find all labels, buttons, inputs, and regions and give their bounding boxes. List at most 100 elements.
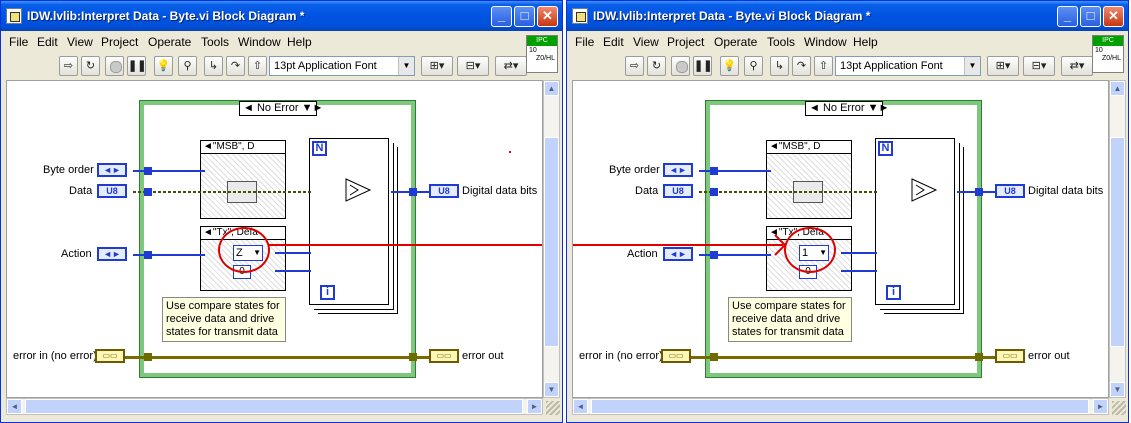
block-diagram-canvas[interactable]: ◄ No Error ▼► ◄"MSB", D ◄"Tx", Defa Z▼ 0… [6, 80, 543, 398]
align-objects-icon[interactable]: ⊞▾ [987, 56, 1019, 76]
inner-case-selector-1[interactable]: ◄"MSB", D [766, 140, 852, 154]
minimize-button[interactable]: _ [491, 6, 512, 27]
scroll-thumb[interactable] [544, 137, 559, 347]
menu-file[interactable]: File [575, 35, 595, 49]
byte-order-case-structure[interactable]: ◄"MSB", D [766, 140, 852, 219]
step-out-icon[interactable]: ⇧ [248, 56, 267, 76]
align-objects-icon[interactable]: ⊞▾ [421, 56, 453, 76]
run-continuously-icon[interactable]: ↻ [647, 56, 666, 76]
maximize-button[interactable]: □ [514, 6, 535, 27]
step-into-icon[interactable]: ↳ [204, 56, 223, 76]
vertical-scrollbar[interactable]: ▲▼ [543, 80, 560, 398]
font-select[interactable]: 13pt Application Font▼ [269, 56, 415, 76]
menu-project[interactable]: Project [667, 35, 705, 49]
highlight-execution-icon[interactable]: 💡 [720, 56, 739, 76]
byte-order-control[interactable]: ◄► [97, 163, 127, 177]
retain-wire-values-icon[interactable]: ⚲ [178, 56, 197, 76]
data-control[interactable]: U8 [97, 184, 127, 198]
loop-count-terminal[interactable]: N [312, 141, 327, 156]
action-control[interactable]: ◄► [97, 247, 127, 261]
comment-note[interactable]: Use compare states for receive data and … [728, 297, 852, 342]
step-over-icon[interactable]: ↷ [792, 56, 811, 76]
horizontal-scrollbar[interactable]: ◄► [572, 398, 1109, 415]
scroll-down-icon[interactable]: ▼ [1110, 382, 1125, 397]
error-in-control[interactable]: ▭▭ [661, 349, 691, 363]
font-select[interactable]: 13pt Application Font▼ [835, 56, 981, 76]
retain-wire-values-icon[interactable]: ⚲ [744, 56, 763, 76]
close-button[interactable]: ✕ [537, 6, 558, 27]
title-bar[interactable]: IDW.lvlib:Interpret Data - Byte.vi Block… [567, 1, 1128, 31]
scroll-thumb[interactable] [25, 399, 523, 414]
scroll-left-icon[interactable]: ◄ [7, 399, 22, 414]
pause-icon[interactable]: ❚❚ [693, 56, 712, 76]
reorder-icon[interactable]: ⇄▾ [1061, 56, 1093, 76]
case-selector[interactable]: ◄ No Error ▼► [239, 101, 323, 116]
loop-index-terminal[interactable]: i [886, 285, 901, 300]
scroll-up-icon[interactable]: ▲ [1110, 81, 1125, 96]
step-out-icon[interactable]: ⇧ [814, 56, 833, 76]
error-out-indicator[interactable]: ▭▭ [995, 349, 1025, 363]
reorder-icon[interactable]: ⇄▾ [495, 56, 527, 76]
data-control[interactable]: U8 [663, 184, 693, 198]
menu-view[interactable]: View [67, 35, 93, 49]
scroll-right-icon[interactable]: ► [527, 399, 542, 414]
run-arrow-icon[interactable]: ⇨ [625, 56, 644, 76]
menu-operate[interactable]: Operate [148, 35, 192, 49]
menu-window[interactable]: Window [804, 35, 847, 49]
byte-order-case-structure[interactable]: ◄"MSB", D [200, 140, 286, 219]
menu-edit[interactable]: Edit [37, 35, 58, 49]
menu-view[interactable]: View [633, 35, 659, 49]
horizontal-scrollbar[interactable]: ◄► [6, 398, 543, 415]
comment-note[interactable]: Use compare states for receive data and … [162, 297, 286, 342]
byte-order-control[interactable]: ◄► [663, 163, 693, 177]
abort-icon[interactable] [105, 56, 124, 76]
vertical-scrollbar[interactable]: ▲▼ [1109, 80, 1126, 398]
run-continuously-icon[interactable]: ↻ [81, 56, 100, 76]
maximize-button[interactable]: □ [1080, 6, 1101, 27]
scroll-left-icon[interactable]: ◄ [573, 399, 588, 414]
action-control[interactable]: ◄► [663, 247, 693, 261]
loop-count-terminal[interactable]: N [878, 141, 893, 156]
menu-tools[interactable]: Tools [767, 35, 796, 49]
distribute-objects-icon[interactable]: ⊟▾ [457, 56, 489, 76]
menu-window[interactable]: Window [238, 35, 281, 49]
for-loop[interactable]: N i [875, 138, 955, 305]
menu-operate[interactable]: Operate [714, 35, 758, 49]
pause-icon[interactable]: ❚❚ [127, 56, 146, 76]
abort-icon[interactable] [671, 56, 690, 76]
digital-data-indicator[interactable]: U8 [995, 184, 1025, 198]
inner-case-selector-1[interactable]: ◄"MSB", D [200, 140, 286, 154]
scroll-thumb[interactable] [591, 399, 1089, 414]
resize-grip[interactable] [1112, 401, 1126, 415]
scroll-up-icon[interactable]: ▲ [544, 81, 559, 96]
distribute-objects-icon[interactable]: ⊟▾ [1023, 56, 1055, 76]
menu-help[interactable]: Help [853, 35, 878, 49]
menu-help[interactable]: Help [287, 35, 312, 49]
case-selector[interactable]: ◄ No Error ▼► [805, 101, 889, 116]
close-button[interactable]: ✕ [1103, 6, 1124, 27]
run-arrow-icon[interactable]: ⇨ [59, 56, 78, 76]
block-diagram-canvas[interactable]: ◄ No Error ▼► ◄"MSB", D ◄"Tx", Defa 1▼ 0… [572, 80, 1109, 398]
select-function-icon[interactable] [910, 177, 938, 203]
menu-file[interactable]: File [9, 35, 29, 49]
highlight-execution-icon[interactable]: 💡 [154, 56, 173, 76]
title-bar[interactable]: IDW.lvlib:Interpret Data - Byte.vi Block… [1, 1, 562, 31]
minimize-button[interactable]: _ [1057, 6, 1078, 27]
scroll-down-icon[interactable]: ▼ [544, 382, 559, 397]
select-function-icon[interactable] [344, 177, 372, 203]
step-into-icon[interactable]: ↳ [770, 56, 789, 76]
resize-grip[interactable] [546, 401, 560, 415]
error-in-control[interactable]: ▭▭ [95, 349, 125, 363]
loop-index-terminal[interactable]: i [320, 285, 335, 300]
menu-tools[interactable]: Tools [201, 35, 230, 49]
scroll-right-icon[interactable]: ► [1093, 399, 1108, 414]
scroll-thumb[interactable] [1110, 137, 1125, 347]
step-over-icon[interactable]: ↷ [226, 56, 245, 76]
menu-edit[interactable]: Edit [603, 35, 624, 49]
error-out-indicator[interactable]: ▭▭ [429, 349, 459, 363]
digital-data-indicator[interactable]: U8 [429, 184, 459, 198]
for-loop[interactable]: N i [309, 138, 389, 305]
menu-project[interactable]: Project [101, 35, 139, 49]
